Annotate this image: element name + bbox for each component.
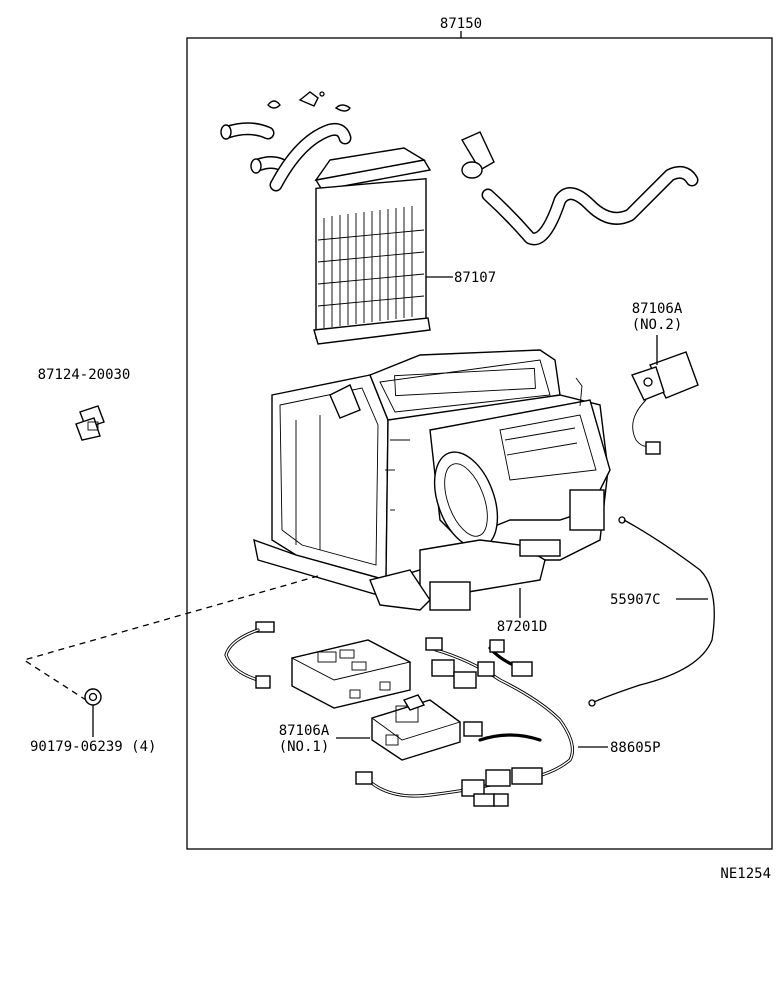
amplifier-box xyxy=(290,639,412,709)
clip-part xyxy=(75,405,105,441)
label-clip: 87124-20030 xyxy=(38,367,131,383)
hose-clamps xyxy=(267,91,351,112)
heater-hose-right xyxy=(460,131,699,246)
label-screw: 90179-06239 (4) xyxy=(30,739,156,755)
heater-core xyxy=(313,147,432,345)
assembly-frame xyxy=(186,37,773,850)
control-cable xyxy=(588,516,715,707)
label-servo-no1-note: (NO.1) xyxy=(279,739,330,755)
servo-motor-no2 xyxy=(631,351,699,455)
label-blower: 87201D xyxy=(497,619,548,635)
label-servo-no2-note: (NO.2) xyxy=(632,317,683,333)
connector-lead xyxy=(224,621,275,689)
mount-dashed-line xyxy=(22,575,319,701)
label-servo-no1-part: 87106A xyxy=(279,723,330,739)
label-harness: 88605P xyxy=(610,740,661,756)
servo-motor-no1 xyxy=(371,694,461,761)
heater-hose-left xyxy=(220,122,352,192)
blower-unit xyxy=(369,377,611,611)
label-heater-core: 87107 xyxy=(454,270,496,286)
label-servo-no2-part: 87106A xyxy=(632,301,683,317)
screw-part xyxy=(84,688,102,706)
label-assembly: 87150 xyxy=(440,16,482,32)
wire-harness xyxy=(355,637,574,807)
diagram-id: NE1254 xyxy=(720,866,771,882)
label-cable: 55907C xyxy=(610,592,661,608)
